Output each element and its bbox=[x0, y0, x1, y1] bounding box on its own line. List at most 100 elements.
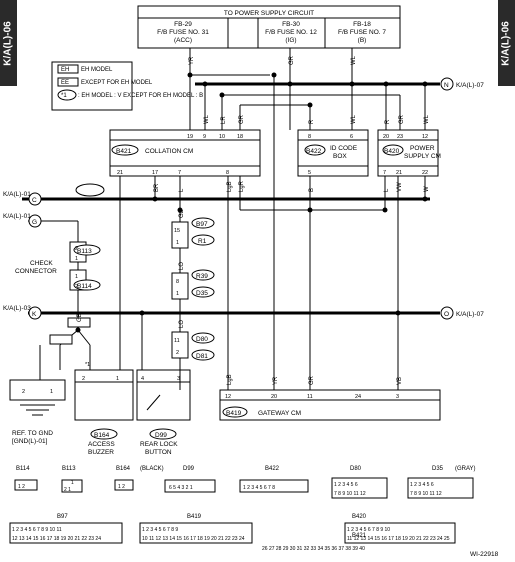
pin-b113-2: 2 bbox=[75, 246, 78, 252]
wire-wl-b421: WL bbox=[204, 114, 210, 124]
pin-b164-1: 1 bbox=[116, 376, 119, 382]
pin-d80-2: 2 bbox=[176, 350, 179, 356]
connector-g bbox=[28, 214, 42, 228]
wire-r-b420: R bbox=[385, 119, 391, 124]
pin-gnd-1: 1 bbox=[50, 389, 53, 395]
pin-b164-2: 2 bbox=[82, 376, 85, 382]
connector-n-label: K/A(L)-07 bbox=[456, 82, 484, 89]
b419-name: GATEWAY CM bbox=[258, 410, 301, 417]
wire-gr-b420: GR bbox=[399, 114, 405, 124]
pin-r39-1: 1 bbox=[176, 291, 179, 297]
view-b420-pins-1: 1 2 3 4 5 6 7 8 9 10 bbox=[347, 527, 390, 533]
connector-g-letter: G bbox=[32, 219, 37, 226]
pin-b421-10: 10 bbox=[219, 134, 225, 140]
fuse-29-name: F/B FUSE NO. 31 bbox=[157, 29, 209, 36]
b164-access-buzzer bbox=[74, 369, 134, 421]
wire-l-b420: L bbox=[384, 188, 390, 192]
d99-name-2: BUTTON bbox=[145, 449, 172, 456]
fuse-29-type: (ACC) bbox=[174, 37, 192, 44]
connector-k bbox=[28, 306, 42, 320]
connector-n-letter: N bbox=[444, 82, 449, 89]
power-supply-title: TO POWER SUPPLY CIRCUIT bbox=[224, 10, 314, 17]
pin-b421-9: 9 bbox=[203, 134, 206, 140]
view-d35-label: D35 bbox=[432, 466, 444, 472]
b421-id: B421 bbox=[116, 148, 132, 155]
b114-id: B114 bbox=[77, 283, 92, 290]
fuse-30-type: (IG) bbox=[285, 37, 296, 44]
b113-id: B113 bbox=[77, 248, 92, 255]
r39-id: R39 bbox=[196, 273, 208, 280]
pin-b419-11: 11 bbox=[307, 394, 313, 400]
b422-name-2: BOX bbox=[333, 153, 347, 160]
b421-collation-cm bbox=[109, 129, 261, 177]
wire-gl-chain: GL bbox=[179, 209, 185, 218]
figure-code: WI-22918 bbox=[470, 551, 499, 558]
fuse-18-type: (B) bbox=[358, 37, 367, 44]
fuse-18-name: F/B FUSE NO. 7 bbox=[338, 29, 386, 36]
wire-gr-top: GR bbox=[289, 55, 295, 65]
view-b113-pins-2: 2 1 bbox=[64, 487, 71, 493]
view-d80-label: D80 bbox=[350, 466, 362, 472]
pin-b420-12: 12 bbox=[422, 134, 428, 140]
wire-lr-b421: LR bbox=[221, 116, 227, 124]
d99-rear-lock-button bbox=[136, 369, 191, 421]
pin-b420-21: 21 bbox=[396, 170, 402, 176]
pin-b422-5: 5 bbox=[308, 170, 311, 176]
b419-gateway-cm bbox=[219, 389, 441, 421]
wire-wl-b422: WL bbox=[351, 114, 357, 124]
pin-r39-8: 8 bbox=[176, 279, 179, 285]
pin-star: *1 bbox=[85, 362, 90, 368]
fuse-29-id: FB-29 bbox=[174, 21, 192, 28]
fuse-30-name: F/B FUSE NO. 12 bbox=[265, 29, 317, 36]
pin-b421-21: 21 bbox=[117, 170, 123, 176]
view-d80-pins-2: 7 8 9 10 11 12 bbox=[334, 491, 366, 497]
pin-b421-18: 18 bbox=[237, 134, 243, 140]
view-b97-pins-2: 12 13 14 15 16 17 18 19 20 21 22 23 24 bbox=[12, 536, 101, 542]
b420-id: B420 bbox=[384, 148, 400, 155]
pin-b97-1: 1 bbox=[176, 240, 179, 246]
view-b419-pins-1: 1 2 3 4 5 6 7 8 9 bbox=[142, 527, 178, 533]
connector-n bbox=[440, 77, 454, 91]
b97-id: B97 bbox=[196, 221, 208, 228]
legend-eh-box: EH bbox=[61, 67, 69, 73]
pin-b114-1: 1 bbox=[75, 274, 78, 280]
legend-star-box: *1 bbox=[61, 93, 67, 99]
wire-gr-b419: GR bbox=[309, 375, 315, 385]
wire-lgb-b421: LgB bbox=[227, 181, 233, 192]
d81-id: D81 bbox=[196, 353, 208, 360]
pin-b113-1: 1 bbox=[75, 256, 78, 262]
connector-o bbox=[440, 306, 454, 320]
view-b164-pins: 1 2 bbox=[118, 484, 125, 490]
check-connector-line1: CHECK bbox=[30, 260, 53, 267]
legend-eh-text: EH MODEL bbox=[81, 67, 113, 73]
view-b164-extra: (BLACK) bbox=[140, 466, 164, 472]
b421-name: COLLATION CM bbox=[145, 148, 193, 155]
pin-b422-8: 8 bbox=[308, 134, 311, 140]
pin-b422-6: 6 bbox=[350, 134, 353, 140]
view-b422-pins: 1 2 3 4 5 6 7 8 bbox=[243, 485, 275, 491]
view-b421-pins: 26 27 28 29 30 31 32 33 34 35 36 37 38 3… bbox=[262, 546, 365, 552]
connector-c-letter: C bbox=[32, 197, 37, 204]
pin-b420-23: 23 bbox=[397, 134, 403, 140]
wire-wl-b420: WL bbox=[424, 114, 430, 124]
gnd-ref-line2: [GND(L)-01] bbox=[12, 438, 48, 445]
view-b419-label: B419 bbox=[187, 514, 202, 520]
side-tab-right: K/A(L)-06 bbox=[498, 0, 515, 86]
view-b113-pins-1: 1 bbox=[71, 480, 74, 486]
view-b419-pins-2: 10 11 12 13 14 15 16 17 18 19 20 21 22 2… bbox=[142, 536, 245, 542]
wire-gr-b421: GR bbox=[239, 114, 245, 124]
b420-name-2: SUPPLY CM bbox=[404, 153, 441, 160]
legend-ee-text: EXCEPT FOR EH MODEL bbox=[81, 80, 153, 86]
view-b113-label: B113 bbox=[62, 466, 76, 472]
view-b114-label: B114 bbox=[16, 466, 30, 472]
view-b97-pins-1: 1 2 3 4 5 6 7 8 9 10 11 bbox=[12, 527, 62, 533]
view-d35-extra: (GRAY) bbox=[455, 466, 476, 472]
pin-b419-3: 3 bbox=[396, 394, 399, 400]
d99-name-1: REAR LOCK bbox=[140, 441, 178, 448]
connector-o-letter: O bbox=[444, 311, 449, 318]
side-tab-left: K/A(L)-06 bbox=[0, 0, 17, 86]
pin-b420-22: 22 bbox=[422, 170, 428, 176]
view-d35-pins-2: 7 8 9 10 11 12 bbox=[410, 491, 442, 497]
r1-id: R1 bbox=[198, 238, 207, 245]
b420-power-supply-cm bbox=[377, 129, 439, 177]
